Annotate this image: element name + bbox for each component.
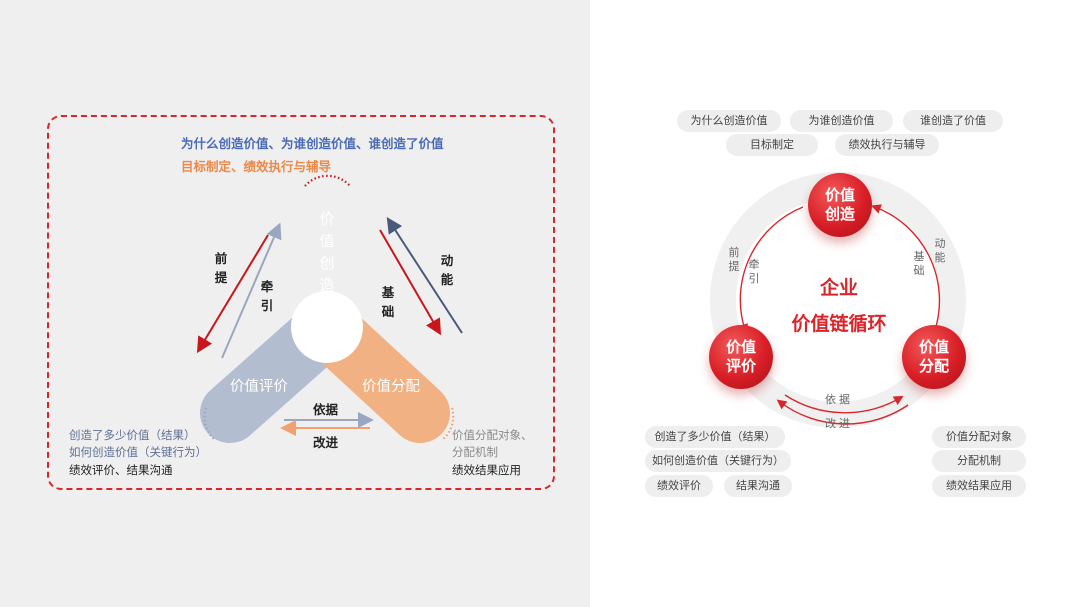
ring-label-yiju: 依据: [825, 393, 853, 406]
ring-label-jichu: 基础: [913, 250, 925, 277]
arrow-right-inner: [379, 229, 442, 336]
center-circle: [291, 291, 363, 363]
arrow-left-inner: [221, 222, 282, 359]
left-diagram-panel: 为什么创造价值、为谁创造价值、谁创造了价值 目标制定、绩效执行与辅导: [0, 0, 590, 607]
arrow-right-outer: [386, 216, 463, 334]
note-left-3: 绩效评价、结果沟通: [69, 463, 173, 477]
ball-value-evaluation: 价值评价: [709, 325, 773, 389]
label-jichu: 基础: [381, 285, 395, 319]
pill-how-much-value: 创造了多少价值（结果）: [645, 426, 785, 448]
label-qianyin: 牵引: [260, 279, 274, 313]
header-line-orange: 目标制定、绩效执行与辅导: [181, 159, 332, 174]
ring-label-qianti: 前提: [728, 246, 740, 273]
dashed-frame: [47, 115, 555, 490]
pill-for-whom: 为谁创造价值: [790, 110, 893, 132]
center-title-line2: 价值链循环: [791, 313, 887, 335]
label-dongneng: 动能: [440, 253, 454, 287]
ring-arrow-bottom-top: [784, 394, 904, 414]
center-title-line1: 企业: [819, 277, 858, 299]
petal-graphic: [196, 174, 463, 443]
note-right-1: 价值分配对象、: [452, 428, 533, 442]
label-yiju: 依据: [313, 402, 339, 417]
pill-performance-evaluation: 绩效评价: [645, 475, 713, 497]
pill-how-create-value: 如何创造价值（关键行为）: [645, 450, 791, 472]
ring-arrow-bottom-bottom: [776, 399, 909, 425]
petal-right-label: 价值分配: [362, 379, 420, 395]
ring-label-qianyin: 牵引: [748, 258, 760, 285]
arrow-left-outer: [196, 234, 269, 354]
pill-performance-execution: 绩效执行与辅导: [835, 134, 939, 156]
ring-label-gaijin: 改进: [825, 417, 853, 430]
ball-value-creation: 价值创造: [808, 173, 872, 237]
ball-value-distribution: 价值分配: [902, 325, 966, 389]
pill-goal-setting: 目标制定: [726, 134, 818, 156]
header-line-blue: 为什么创造价值、为谁创造价值、谁创造了价值: [181, 136, 444, 151]
right-diagram-panel: 为什么创造价值 为谁创造价值 谁创造了价值 目标制定 绩效执行与辅导 价值创造 …: [590, 0, 1080, 607]
note-left-2: 如何创造价值（关键行为）: [69, 445, 207, 459]
note-right-2: 分配机制: [452, 445, 498, 459]
note-left-1: 创造了多少价值（结果）: [69, 428, 196, 442]
pill-result-communication: 结果沟通: [724, 475, 792, 497]
cycle-ring-graphic: [710, 172, 966, 428]
pill-distribution-mechanism: 分配机制: [932, 450, 1026, 472]
pill-distribution-target: 价值分配对象: [932, 426, 1026, 448]
ring-arrow-left: [738, 206, 804, 335]
ring-label-dongneng: 动能: [934, 237, 946, 264]
petal-left-label: 价值评价: [230, 379, 288, 395]
pill-why-create-value: 为什么创造价值: [677, 110, 781, 132]
ring-arrow-right: [871, 204, 941, 331]
label-qianti: 前提: [214, 251, 228, 285]
label-gaijin: 改进: [313, 435, 339, 450]
petal-top-label: 价值创造: [319, 210, 335, 294]
pill-result-application: 绩效结果应用: [932, 475, 1026, 497]
pill-who-created: 谁创造了价值: [903, 110, 1003, 132]
note-right-3: 绩效结果应用: [452, 463, 521, 477]
